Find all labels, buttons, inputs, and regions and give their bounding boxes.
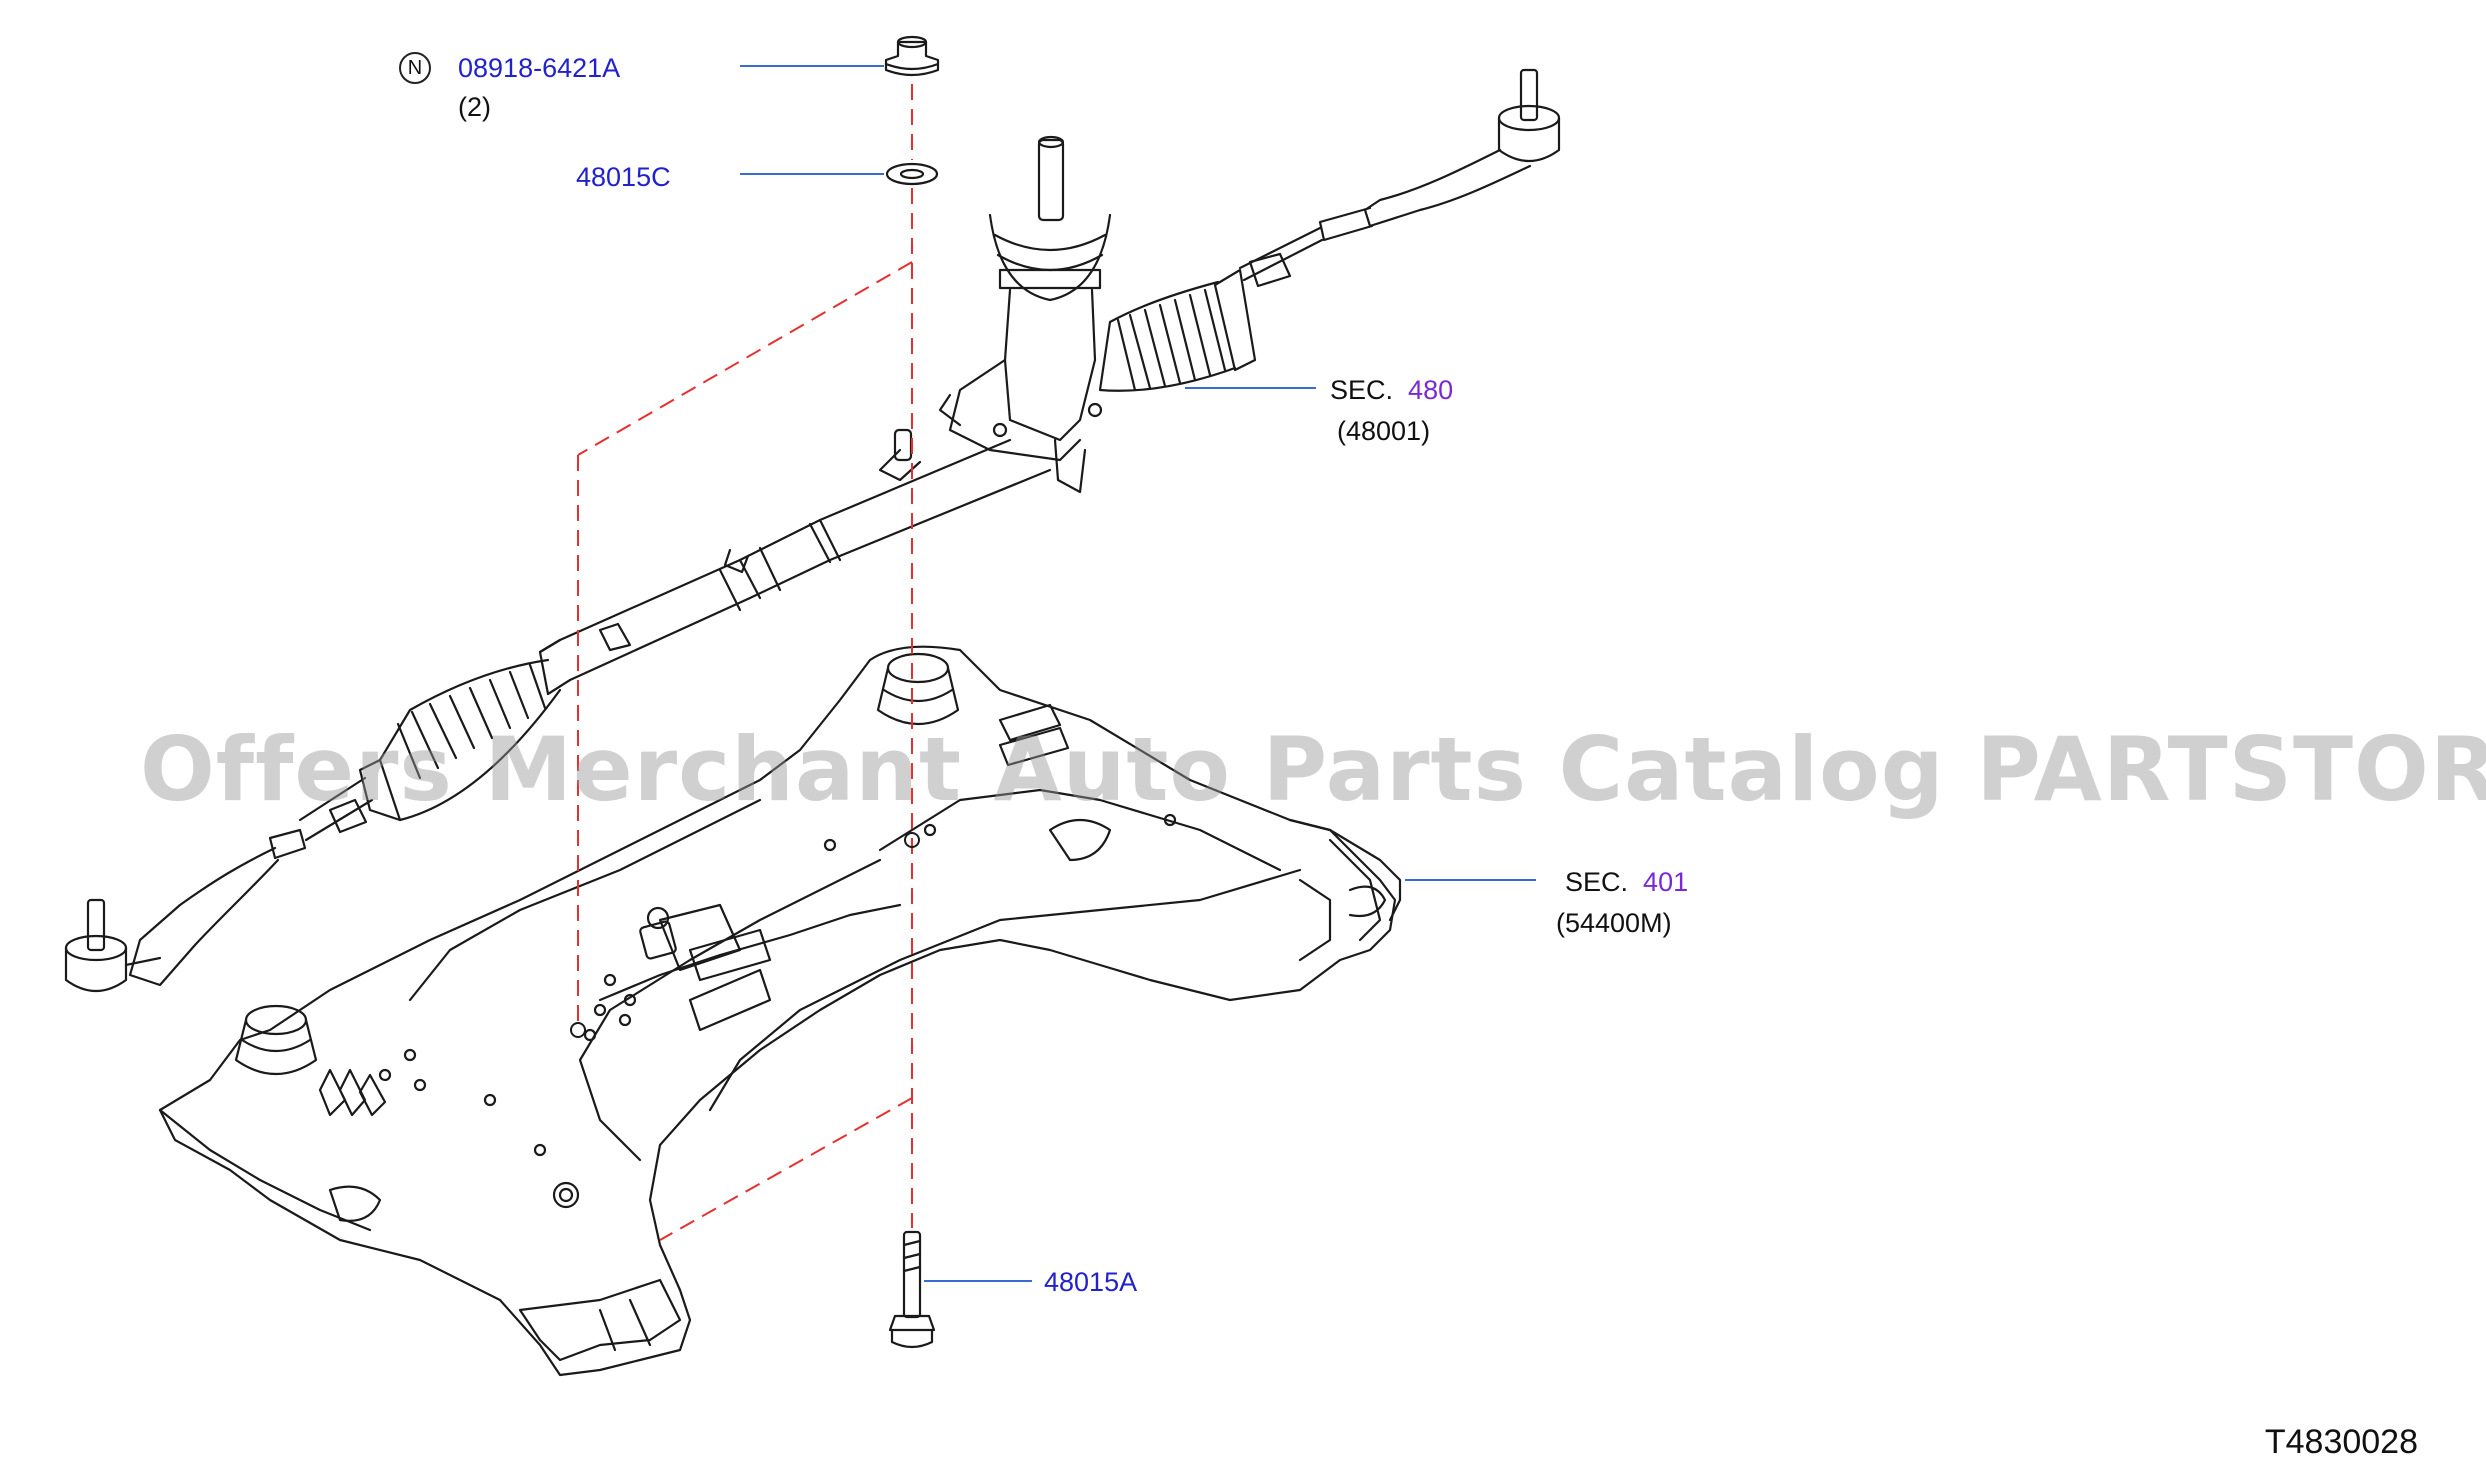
section-sub-member: (54400M) [1556, 908, 1672, 938]
section-number: 480 [1408, 375, 1454, 405]
watermark-text: Offers Merchant Auto Parts Catalog PARTS… [140, 718, 2486, 821]
hole-marker-left [570, 1022, 586, 1038]
hole-marker-right [904, 832, 920, 848]
rack-boot-left [358, 658, 562, 822]
section-number: 401 [1643, 867, 1689, 897]
tie-rod-end-left [64, 828, 307, 992]
tie-rod-end-right [1318, 68, 1561, 242]
tie-rod-left [298, 776, 374, 842]
rack-boot-right [1098, 268, 1257, 392]
flange-nut [884, 35, 940, 77]
section-ref-member[interactable]: SEC. 401 [1565, 869, 1688, 896]
part-number-bolt[interactable]: 48015A [1044, 1267, 1138, 1297]
washer [885, 162, 939, 186]
quantity-nut: (2) [458, 92, 491, 122]
drawing-id: T4830028 [2264, 1423, 2418, 1461]
section-sub-gear: (48001) [1337, 416, 1431, 446]
new-part-badge: N [399, 52, 431, 84]
leader-lines [740, 65, 1536, 1282]
section-label: SEC. [1330, 375, 1394, 405]
rack-tube [538, 428, 1052, 696]
section-label: SEC. [1565, 867, 1629, 897]
section-ref-gear[interactable]: SEC. 480 [1330, 377, 1453, 404]
mounting-bolt [888, 1230, 936, 1349]
part-number-washer[interactable]: 48015C [576, 162, 671, 192]
front-suspension-member [158, 645, 1402, 1377]
part-number-nut[interactable]: 08918-6421A [458, 53, 621, 83]
pinion-housing [938, 135, 1112, 494]
steering-gear-assembly [64, 68, 1561, 992]
alignment-dash-lines [577, 84, 913, 1241]
